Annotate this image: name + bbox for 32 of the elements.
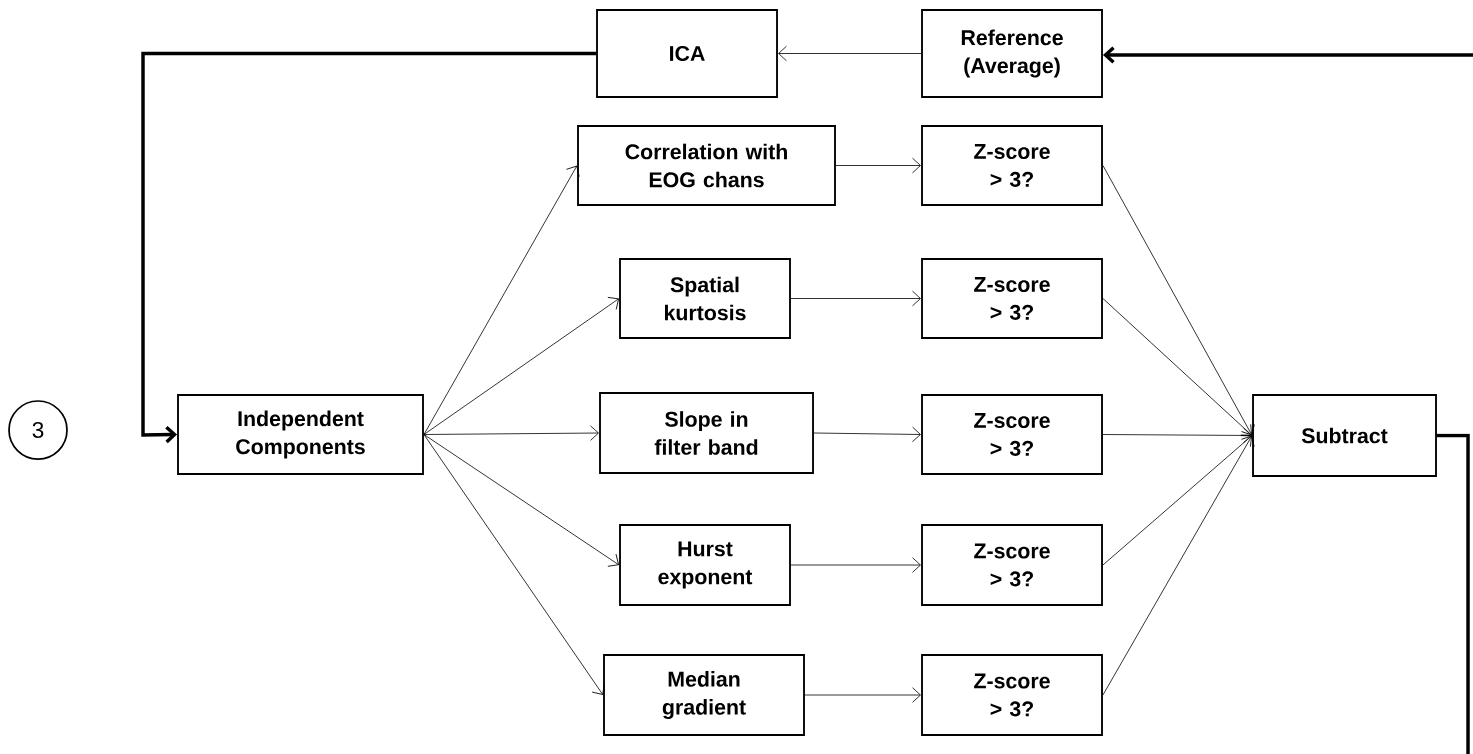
arrow — [423, 425, 599, 441]
process-box: Z-score > 3? — [921, 394, 1103, 475]
arrow — [1102, 165, 1255, 436]
arrow — [423, 165, 580, 435]
arrow — [804, 687, 921, 703]
process-box: ICA — [596, 9, 778, 98]
arrow — [1102, 435, 1253, 566]
process-box: Z-score > 3? — [921, 654, 1103, 736]
process-box: Independent Components — [177, 394, 424, 475]
arrow — [835, 157, 921, 174]
arrow — [1102, 46, 1473, 64]
connector-line — [1436, 433, 1470, 754]
process-box: Slope in filter band — [599, 392, 814, 474]
arrow — [423, 434, 619, 567]
arrow — [813, 426, 921, 443]
arrow — [790, 290, 921, 307]
process-box: Hurst exponent — [619, 524, 791, 606]
arrow — [790, 557, 921, 573]
process-box: Z-score > 3? — [921, 524, 1103, 606]
process-box: Subtract — [1252, 394, 1437, 477]
process-box: Correlation with EOG chans — [577, 125, 836, 206]
arrow — [423, 297, 619, 435]
process-box: Spatial kurtosis — [619, 258, 791, 339]
process-box: Z-score > 3? — [921, 258, 1103, 339]
process-box: Reference (Average) — [921, 9, 1103, 98]
arrow — [1102, 435, 1255, 696]
arrow — [1102, 298, 1253, 436]
process-box: Z-score > 3? — [921, 125, 1103, 206]
arrow — [423, 434, 605, 695]
arrow — [141, 51, 597, 444]
process-box: Median gradient — [603, 654, 805, 736]
arrow — [778, 45, 922, 62]
